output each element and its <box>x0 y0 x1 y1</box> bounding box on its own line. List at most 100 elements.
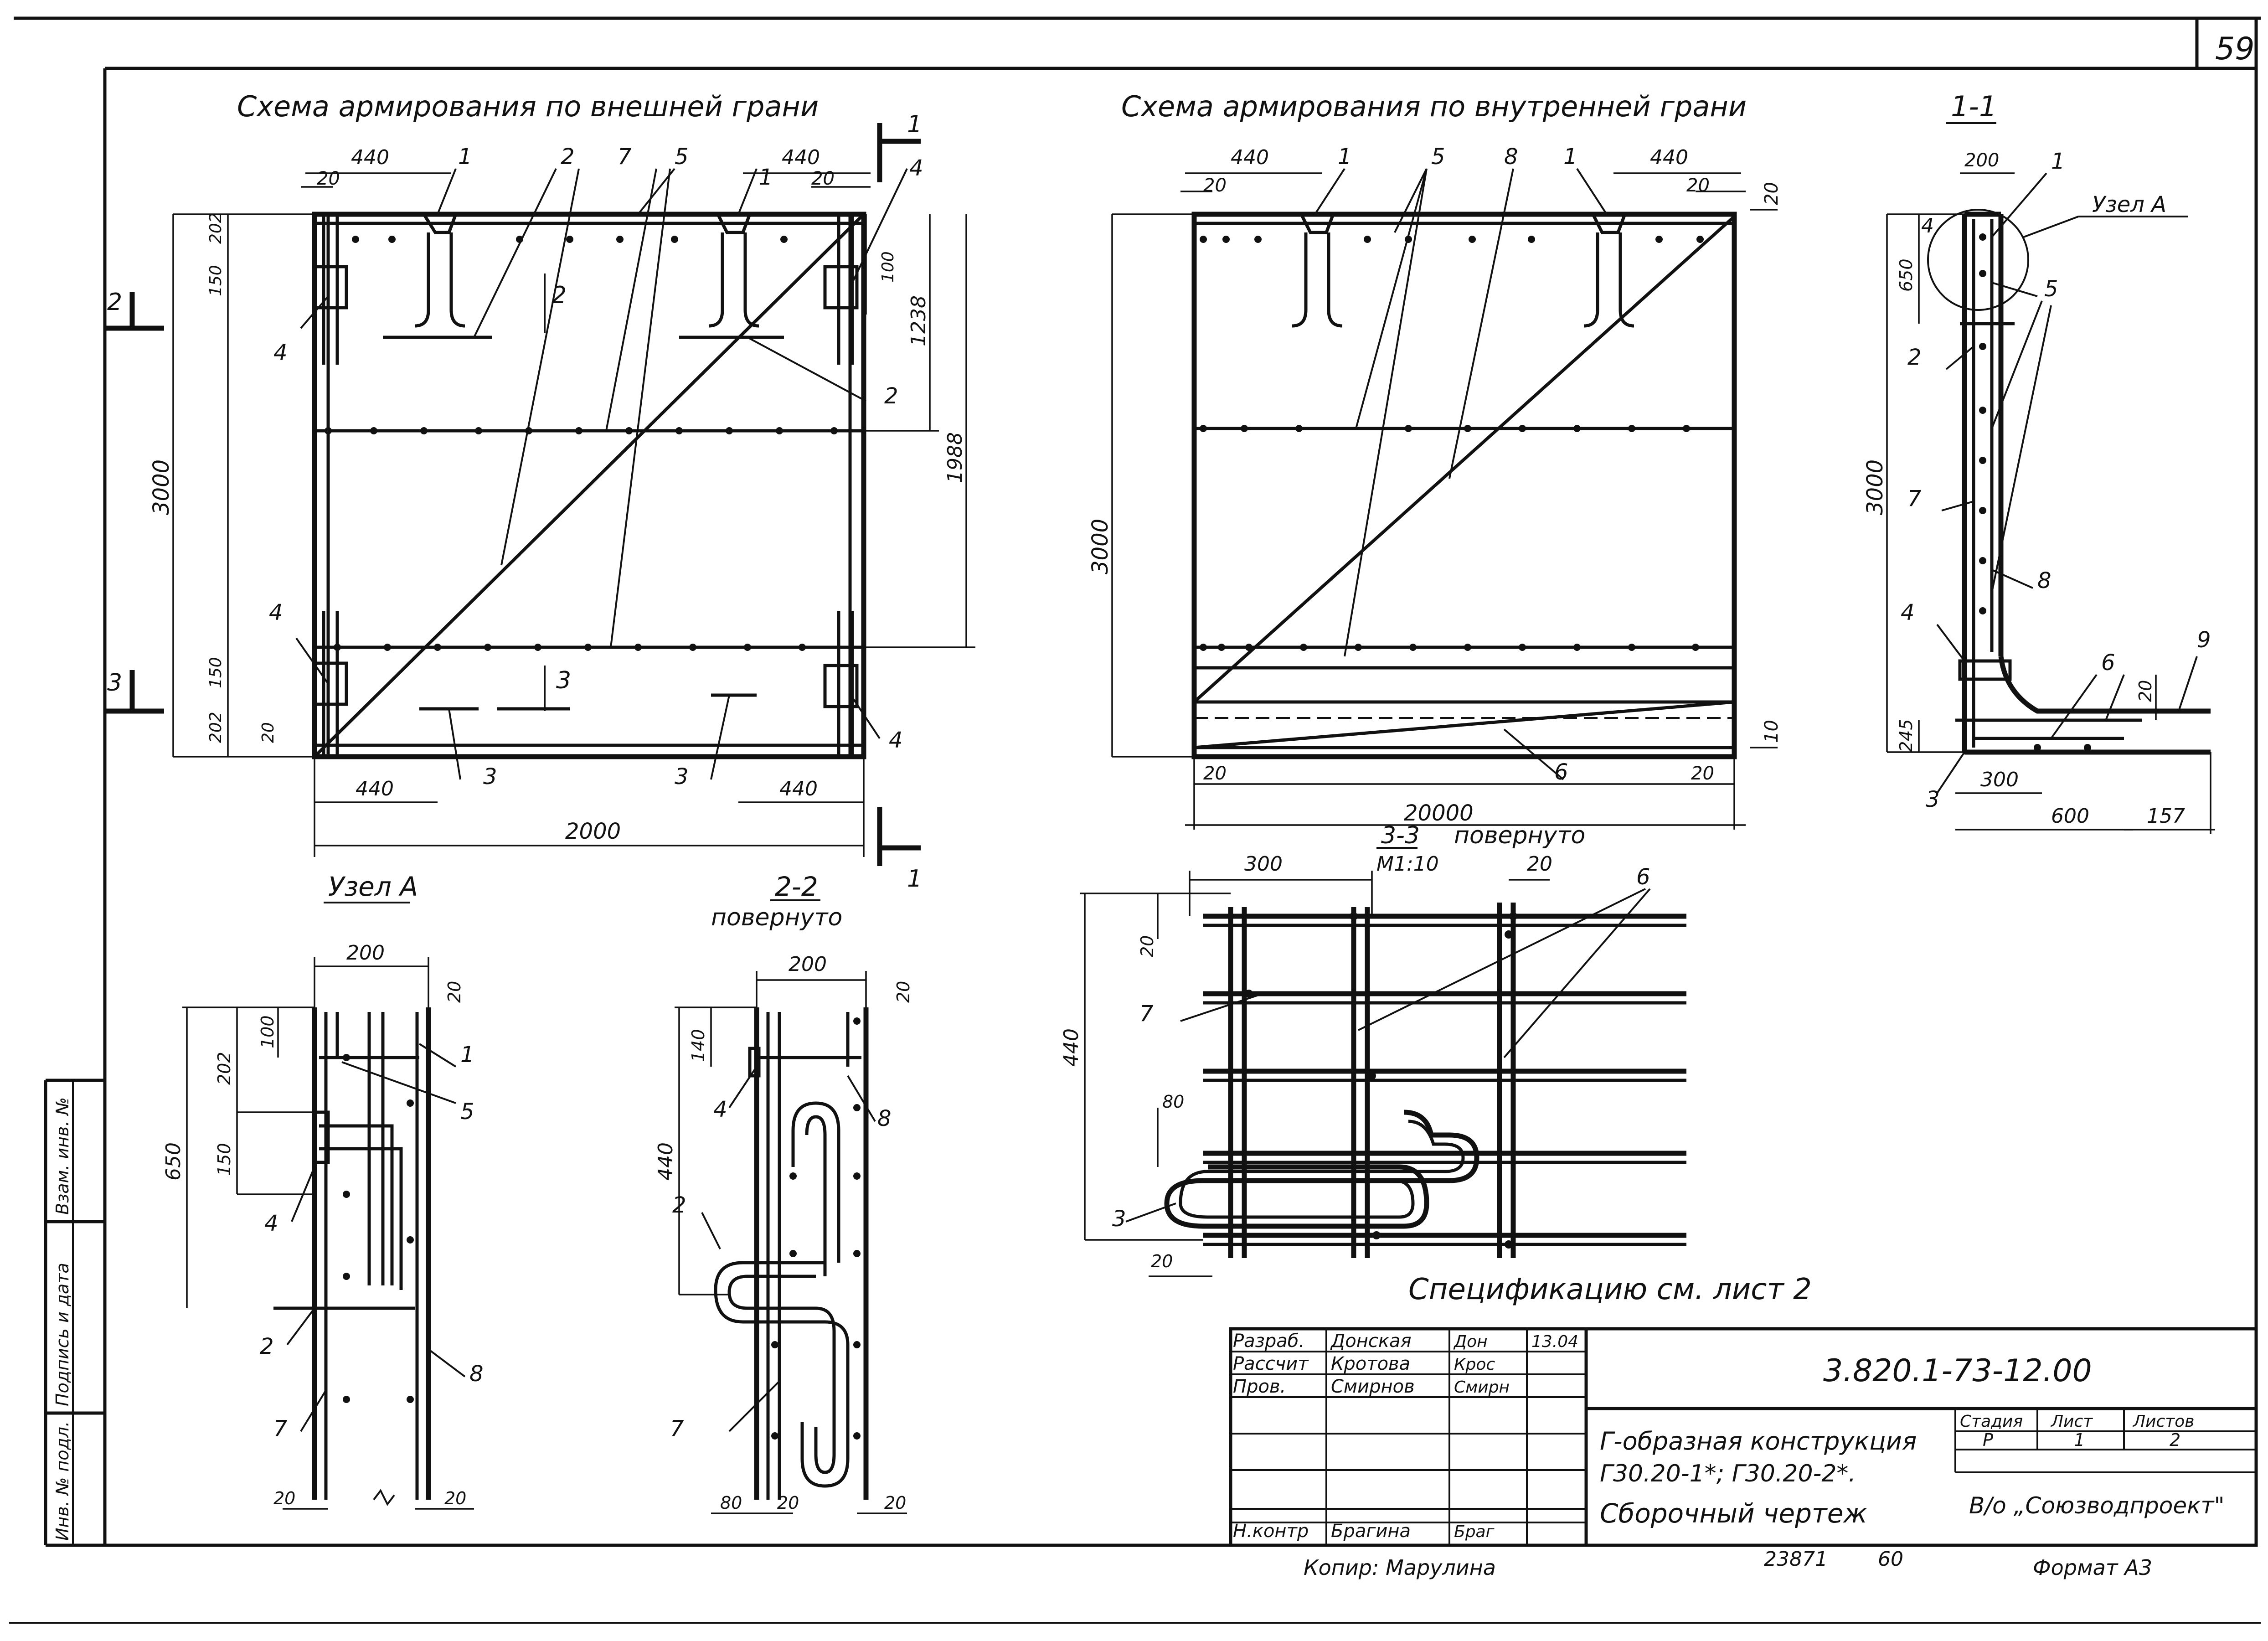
tb-row1-date: 13.04 <box>1531 1332 1578 1351</box>
node-a-callout-7: 7 <box>273 1416 288 1441</box>
section-2-2-note: повернуто <box>711 904 842 931</box>
spec-note: Спецификацию см. лист 2 <box>1408 1273 1812 1306</box>
tb-row3-name: Смирнов <box>1331 1376 1415 1397</box>
node-a-dim-20-bottom-left: 20 <box>273 1488 295 1508</box>
drawing-code: 3.820.1-73-12.00 <box>1823 1353 2092 1389</box>
outer-callout-2a: 2 <box>561 144 575 170</box>
title-node-a: Узел А <box>328 871 418 902</box>
stamp-label-signature: Подпись и дата <box>52 1263 72 1406</box>
outer-dim-100: 100 <box>879 251 897 283</box>
sec11-callout-4a: 4 <box>1921 214 1934 237</box>
description-line1: Г-образная конструкция <box>1600 1427 1917 1455</box>
sec22-dim-20-mid: 20 <box>777 1493 799 1513</box>
sec33-dim-20-top: 20 <box>1527 852 1552 876</box>
tb-row1-role: Разраб. <box>1233 1331 1304 1352</box>
outer-dim-20-right: 20 <box>811 168 835 189</box>
section-1-1-dots <box>1979 233 2091 751</box>
sec22-dim-20-top: 20 <box>893 981 913 1003</box>
sec33-dim-20-left: 20 <box>1137 935 1157 957</box>
outer-dim-3000: 3000 <box>149 459 174 515</box>
sec22-callout-7: 7 <box>670 1416 684 1441</box>
outer-dim-150-top: 150 <box>206 265 225 296</box>
title-inner-face: Схема армирования по внутренней грани <box>1121 90 1747 123</box>
inner-dim-20-top-side: 20 <box>1761 182 1782 205</box>
node-a-dim-200: 200 <box>346 941 385 965</box>
outer-callout-3b: 3 <box>675 764 689 790</box>
sec11-callout-9: 9 <box>2197 627 2211 653</box>
outer-dim-202-top: 202 <box>206 212 225 244</box>
outer-dim-440-right: 440 <box>782 146 820 169</box>
sec33-callout-7: 7 <box>1139 1001 1154 1027</box>
node-a-dim-202: 202 <box>214 1052 234 1085</box>
inner-callout-6: 6 <box>1554 759 1568 785</box>
sec33-dim-440: 440 <box>1060 1028 1083 1067</box>
stage-label: Стадия <box>1960 1412 2023 1431</box>
description-line2: Г30.20-1*; Г30.20-2*. <box>1600 1460 1856 1487</box>
sec22-callout-2: 2 <box>672 1192 686 1218</box>
outer-face-view <box>105 123 975 866</box>
inner-dim-20-bottom-right: 20 <box>1691 763 1714 784</box>
footer-number: 23871 <box>1764 1548 1828 1571</box>
tb-row7-role: Н.контр <box>1233 1521 1309 1542</box>
footer-format: Формат А3 <box>2033 1555 2152 1580</box>
sec11-callout-4b: 4 <box>1901 600 1915 625</box>
outer-cut-3-center: 3 <box>556 667 571 694</box>
section-2-2-detail <box>675 971 907 1514</box>
tb-row7-name: Брагина <box>1331 1521 1411 1542</box>
inner-dim-440-left: 440 <box>1231 146 1269 169</box>
sec11-callout-1: 1 <box>2051 149 2065 174</box>
inner-dim-20-left: 20 <box>1203 175 1227 196</box>
inner-callout-1b: 1 <box>1563 144 1577 170</box>
section-3-3-note: повернуто <box>1454 822 1585 849</box>
sec11-callout-5: 5 <box>2044 276 2058 302</box>
footer-sheet: 60 <box>1878 1548 1903 1571</box>
page-number: 59 <box>2215 31 2255 67</box>
sheets-label: Листов <box>2132 1412 2194 1431</box>
sheets-value: 2 <box>2170 1430 2180 1450</box>
outer-dim-202-bottom: 202 <box>206 712 225 743</box>
sec11-dim-600: 600 <box>2051 805 2089 828</box>
tb-row2-sign: Крос <box>1454 1355 1495 1374</box>
outer-callout-3a: 3 <box>483 764 497 790</box>
sheet-frame <box>9 16 2261 1624</box>
node-a-dim-150: 150 <box>214 1143 234 1176</box>
sec33-dim-20-bottom: 20 <box>1151 1251 1173 1271</box>
node-a-dim-20-top: 20 <box>444 981 464 1003</box>
outer-callout-2b: 2 <box>884 383 898 409</box>
sec11-dim-157: 157 <box>2147 805 2185 828</box>
sec11-callout-8: 8 <box>2037 568 2052 593</box>
outer-cut-2-center: 2 <box>552 282 567 309</box>
outer-callout-4c: 4 <box>269 600 283 625</box>
sec33-callout-3: 3 <box>1112 1206 1126 1232</box>
sec11-dim-300: 300 <box>1980 768 2019 791</box>
sec11-callout-node-a: Узел А <box>2092 192 2166 217</box>
sec11-dim-20: 20 <box>2135 680 2155 702</box>
node-a-callout-4: 4 <box>264 1211 278 1236</box>
outer-dim-1988: 1988 <box>943 432 967 483</box>
sec22-dim-200: 200 <box>789 953 827 976</box>
outer-callout-1b: 1 <box>759 165 773 190</box>
outer-callout-4d: 4 <box>889 728 903 753</box>
section-3-3-dots <box>1245 912 1517 1249</box>
tb-row1-sign: Дон <box>1453 1332 1488 1351</box>
sec33-callout-6: 6 <box>1636 864 1650 890</box>
outer-dim-150-bottom: 150 <box>206 657 225 688</box>
sec11-dim-200: 200 <box>1964 150 1999 171</box>
title-outer-face: Схема армирования по внешней грани <box>237 90 819 123</box>
outer-callout-7: 7 <box>618 144 632 170</box>
node-a-callout-2: 2 <box>260 1334 274 1359</box>
tb-row7-sign: Браг <box>1454 1522 1495 1541</box>
sec33-dim-80: 80 <box>1162 1092 1184 1112</box>
title-block-grid <box>1229 1327 2258 1547</box>
stage-value: Р <box>1983 1430 1993 1450</box>
inner-callout-8: 8 <box>1504 144 1518 170</box>
node-a-dots <box>343 1054 414 1403</box>
outer-dim-20-bottom: 20 <box>259 722 278 743</box>
outer-callout-1a: 1 <box>458 144 472 170</box>
sec22-dim-440: 440 <box>654 1142 677 1181</box>
inner-callout-5: 5 <box>1431 144 1445 170</box>
inner-dim-20-bottom-left: 20 <box>1203 763 1227 784</box>
sec22-dim-80: 80 <box>720 1493 742 1513</box>
side-stamp <box>44 1079 105 1545</box>
